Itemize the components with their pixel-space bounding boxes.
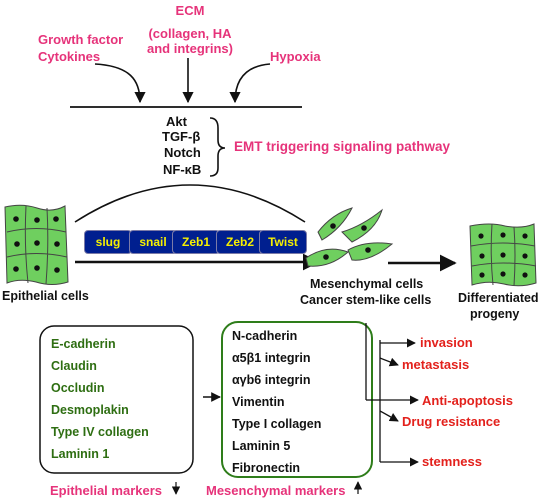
differentiated-label-1: Differentiated: [458, 291, 539, 305]
tf-zeb1: Zeb1: [172, 230, 220, 254]
epithelial-marker: Claudin: [51, 359, 97, 373]
outcome-drug-resistance: Drug resistance: [402, 414, 501, 429]
epithelial-marker: E-cadherin: [51, 337, 116, 351]
outcome-metastasis: metastasis: [402, 357, 470, 372]
emt-arc: [74, 184, 306, 223]
mesenchymal-markers-label: Mesenchymal markers: [206, 483, 346, 498]
tf-slug: slug: [84, 230, 132, 254]
epithelial-markers-label: Epithelial markers: [50, 483, 162, 498]
mesenchymal-marker: Laminin 5: [232, 439, 291, 453]
outcome-stemness: stemness: [422, 454, 482, 469]
differentiated-progeny-graphic: [469, 223, 537, 287]
pathway-akt: Akt: [166, 114, 187, 129]
mesenchymal-cells-label: Mesenchymal cells: [310, 277, 424, 291]
mesenchymal-marker: Vimentin: [232, 395, 285, 409]
outcome-anti-apoptosis: Anti-apoptosis: [422, 393, 513, 408]
epithelial-cells-graphic: [4, 204, 69, 285]
outcome-invasion: invasion: [420, 335, 473, 350]
mesenchymal-marker: N-cadherin: [232, 329, 298, 343]
tf-snail: snail: [129, 230, 177, 254]
mesenchymal-marker: αγb6 integrin: [232, 373, 311, 387]
mesenchymal-marker: Fibronectin: [232, 461, 301, 475]
epithelial-cells-label: Epithelial cells: [2, 289, 89, 303]
growth-factor-label: Growth factor: [38, 32, 124, 47]
cytokines-label: Cytokines: [38, 49, 101, 64]
epithelial-marker: Occludin: [51, 381, 105, 395]
pathway-tgf-beta: TGF-β: [162, 129, 201, 144]
mesenchymal-markers-list: N-cadherin α5β1 integrin αγb6 integrin V…: [232, 325, 321, 479]
epithelial-markers-list: E-cadherin Claudin Occludin Desmoplakin …: [51, 333, 149, 465]
hypoxia-arrow: [229, 63, 271, 104]
ecm-label: ECM: [175, 3, 205, 18]
pathway-brace: [209, 117, 226, 177]
epithelial-marker: Desmoplakin: [51, 403, 129, 417]
epithelial-markers-box: [39, 325, 194, 474]
ecm-detail-2: and integrins): [147, 41, 233, 56]
pathway-label: EMT triggering signaling pathway: [234, 139, 451, 154]
hypoxia-label: Hypoxia: [270, 49, 321, 64]
pathway-nf-kb: NF-κB: [163, 162, 202, 177]
tf-twist: Twist: [259, 230, 307, 254]
cancer-stem-label: Cancer stem-like cells: [300, 293, 432, 307]
mesenchymal-marker: α5β1 integrin: [232, 351, 311, 365]
epithelial-marker: Type IV collagen: [51, 425, 149, 439]
tf-zeb2: Zeb2: [216, 230, 264, 254]
pathway-notch: Notch: [164, 145, 201, 160]
mesenchymal-cells-graphic: [305, 207, 394, 267]
mesenchymal-marker: Type I collagen: [232, 417, 322, 431]
growth-factor-arrow: [94, 63, 146, 104]
differentiated-label-2: progeny: [470, 307, 520, 321]
ecm-detail-1: (collagen, HA: [148, 26, 232, 41]
epithelial-marker: Laminin 1: [51, 447, 110, 461]
